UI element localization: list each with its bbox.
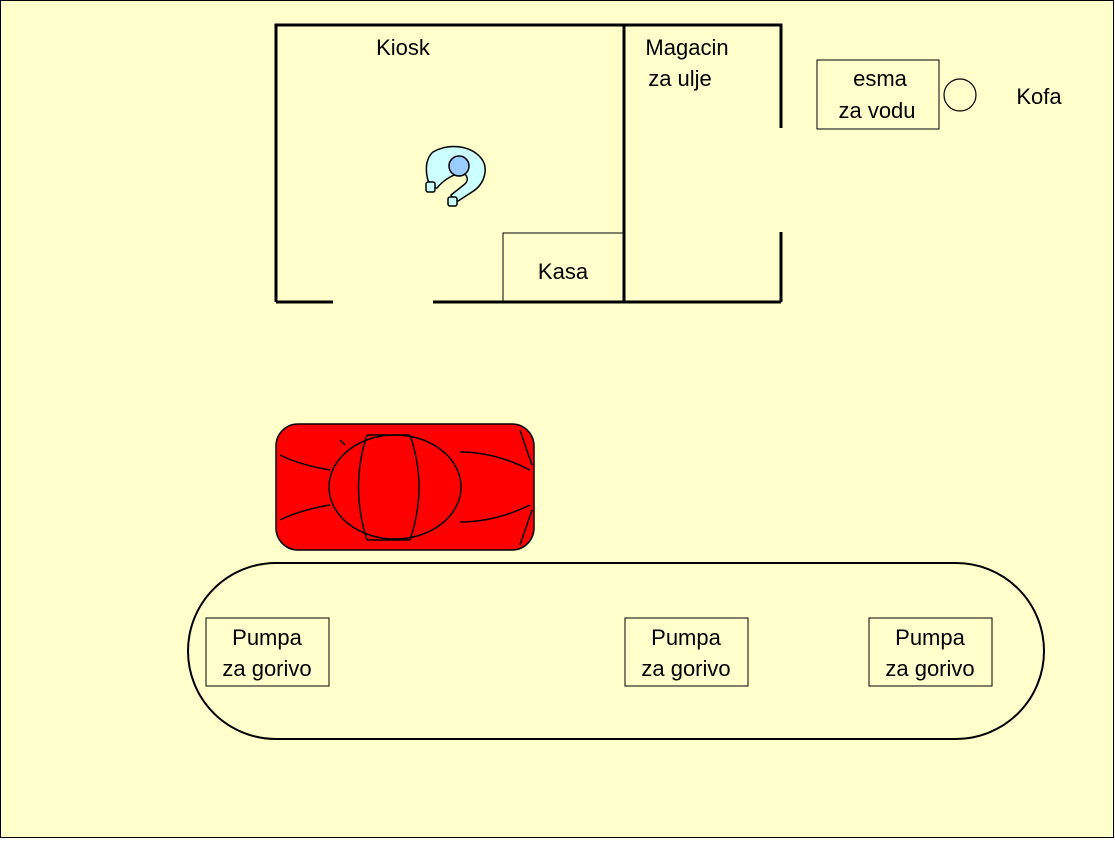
register-box — [502, 232, 625, 303]
register-label: Kasa — [538, 259, 589, 284]
pump-box-3 — [868, 617, 993, 687]
water-tank-label-line1: esma — [853, 66, 908, 91]
bucket-icon — [943, 78, 977, 112]
pump-1-label-line1: Pumpa — [232, 625, 302, 650]
pump-box-1 — [205, 617, 330, 687]
car-icon — [275, 423, 535, 551]
bucket-label: Kofa — [1016, 84, 1062, 109]
kiosk-label: Kiosk — [376, 35, 431, 60]
pump-3-label-line2: za gorivo — [885, 656, 974, 681]
pump-2-label-line1: Pumpa — [651, 625, 721, 650]
pump-3-label-line1: Pumpa — [895, 625, 965, 650]
pump-box-2 — [624, 617, 749, 687]
storage-label-line2: za ulje — [648, 66, 712, 91]
person-icon — [425, 145, 486, 207]
pump-island — [187, 562, 1045, 740]
storage-label-line1: Magacin — [645, 35, 728, 60]
water-tank-box — [816, 59, 940, 130]
pump-2-label-line2: za gorivo — [641, 656, 730, 681]
water-tank-label-line2: za vodu — [838, 98, 915, 123]
pump-1-label-line2: za gorivo — [222, 656, 311, 681]
